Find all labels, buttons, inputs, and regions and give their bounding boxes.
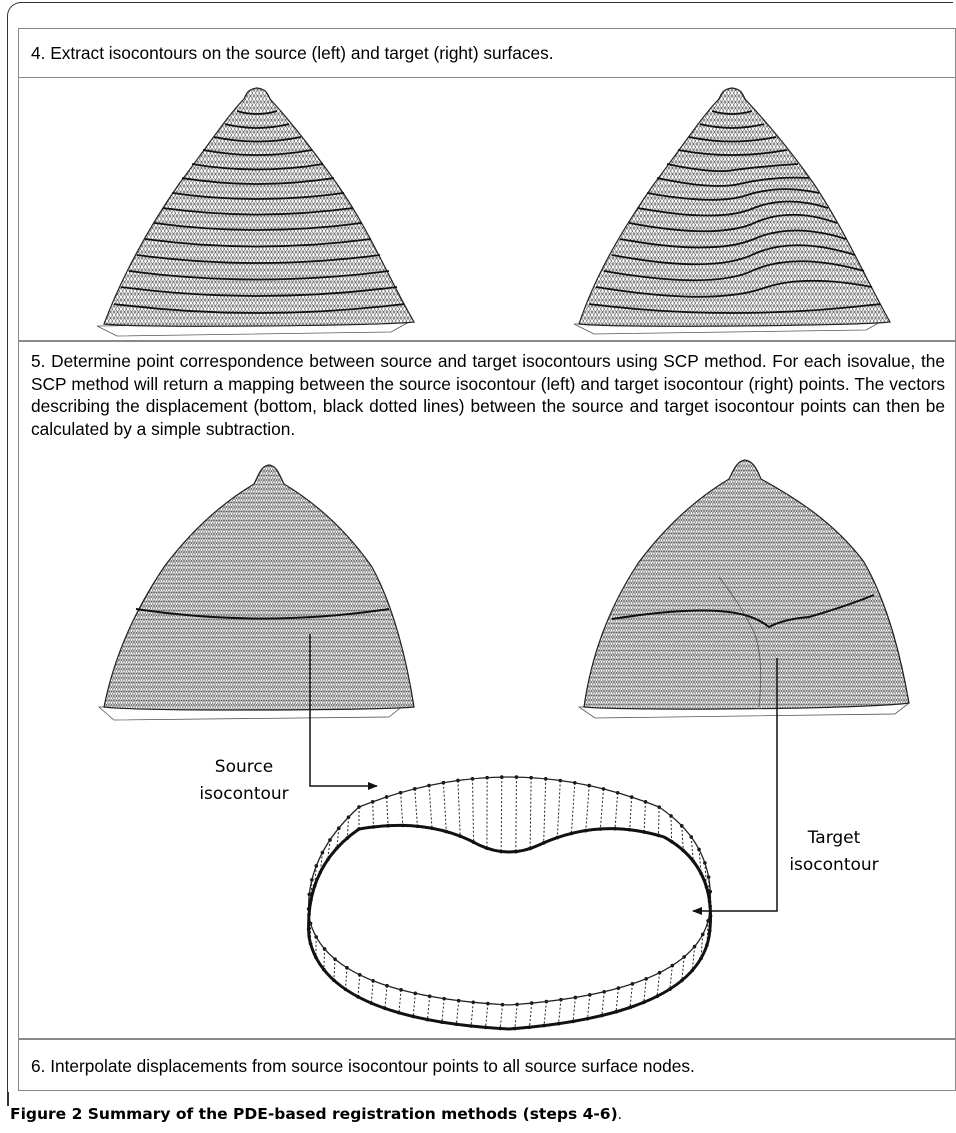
step6-text: 6. Interpolate displacements from source… xyxy=(31,1055,945,1078)
step4-panel: 4. Extract isocontours on the source (le… xyxy=(18,28,956,341)
target-isocontour-label: Target isocontour xyxy=(779,825,889,879)
leader-arrows xyxy=(19,342,956,1040)
frame-rule xyxy=(7,1092,9,1106)
step4-divider xyxy=(19,77,955,78)
source-arrow xyxy=(310,634,377,786)
source-label-line1: Source xyxy=(189,754,299,781)
target-label-line1: Target xyxy=(779,825,889,852)
figure-caption: Figure 2 Summary of the PDE-based regist… xyxy=(10,1105,622,1124)
caption-bold: Figure 2 Summary of the PDE-based regist… xyxy=(10,1105,618,1123)
step6-panel: 6. Interpolate displacements from source… xyxy=(18,1039,956,1091)
step4-text: 4. Extract isocontours on the source (le… xyxy=(31,42,945,65)
source-label-line2: isocontour xyxy=(189,781,299,808)
step5-panel: 5. Determine point correspondence betwee… xyxy=(18,341,956,1039)
target-label-line2: isocontour xyxy=(779,852,889,879)
target-surface-step4 xyxy=(564,84,914,339)
caption-tail: . xyxy=(618,1106,622,1123)
source-surface-step4 xyxy=(79,84,439,339)
target-arrow xyxy=(693,658,777,911)
source-isocontour-label: Source isocontour xyxy=(189,754,299,808)
